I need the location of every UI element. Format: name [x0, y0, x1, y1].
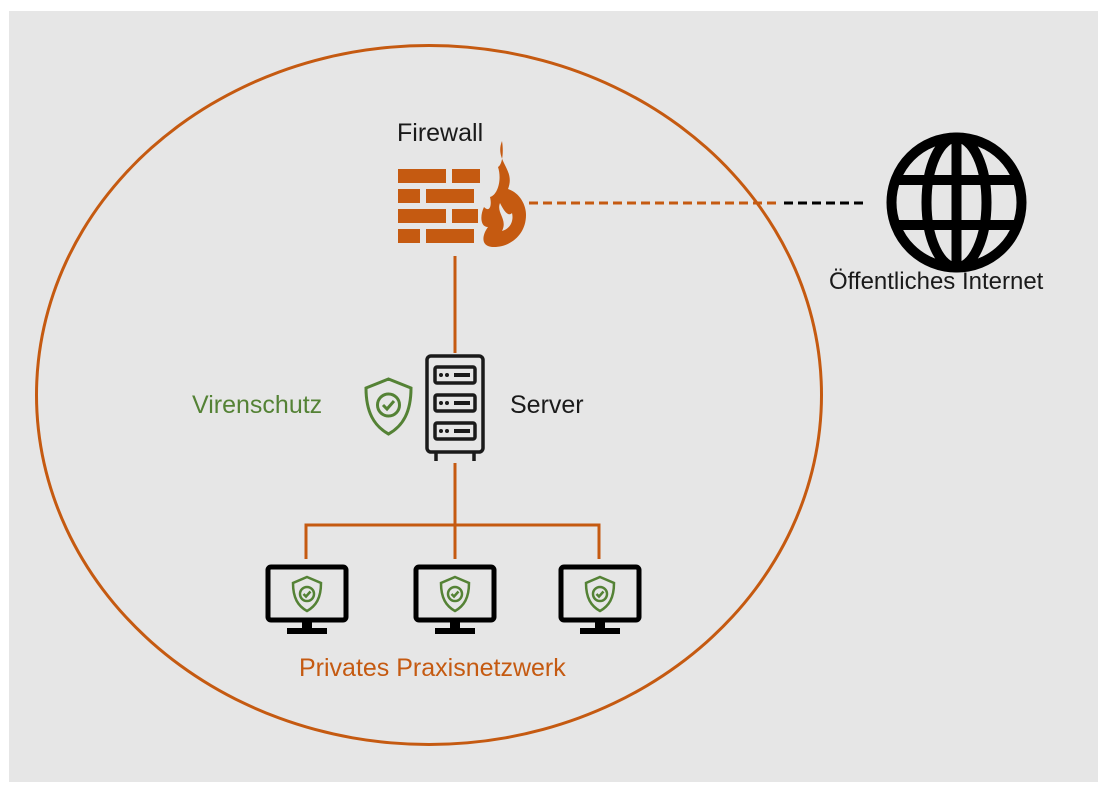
- firewall-label: Firewall: [397, 119, 484, 147]
- antivirus-label: Virenschutz: [192, 391, 323, 419]
- server-rack-icon: [425, 354, 485, 461]
- firewall-icon: [398, 141, 526, 247]
- server-label: Server: [510, 391, 584, 419]
- workstation-branch: [304, 523, 601, 559]
- private-network-label: Privates Praxisnetzwerk: [299, 654, 566, 682]
- shield-check-icon: [364, 377, 413, 436]
- connection-lines: [304, 201, 864, 559]
- internet-label: Öffentliches Internet: [829, 268, 1044, 295]
- diagram-panel: Firewall Server Virenschutz Öffentliches…: [9, 11, 1098, 782]
- private-network-boundary: [35, 44, 823, 746]
- globe-icon: [886, 132, 1027, 273]
- monitor-shield-icon: [558, 564, 642, 634]
- monitor-shield-icon: [413, 564, 497, 634]
- monitor-shield-icon: [265, 564, 349, 634]
